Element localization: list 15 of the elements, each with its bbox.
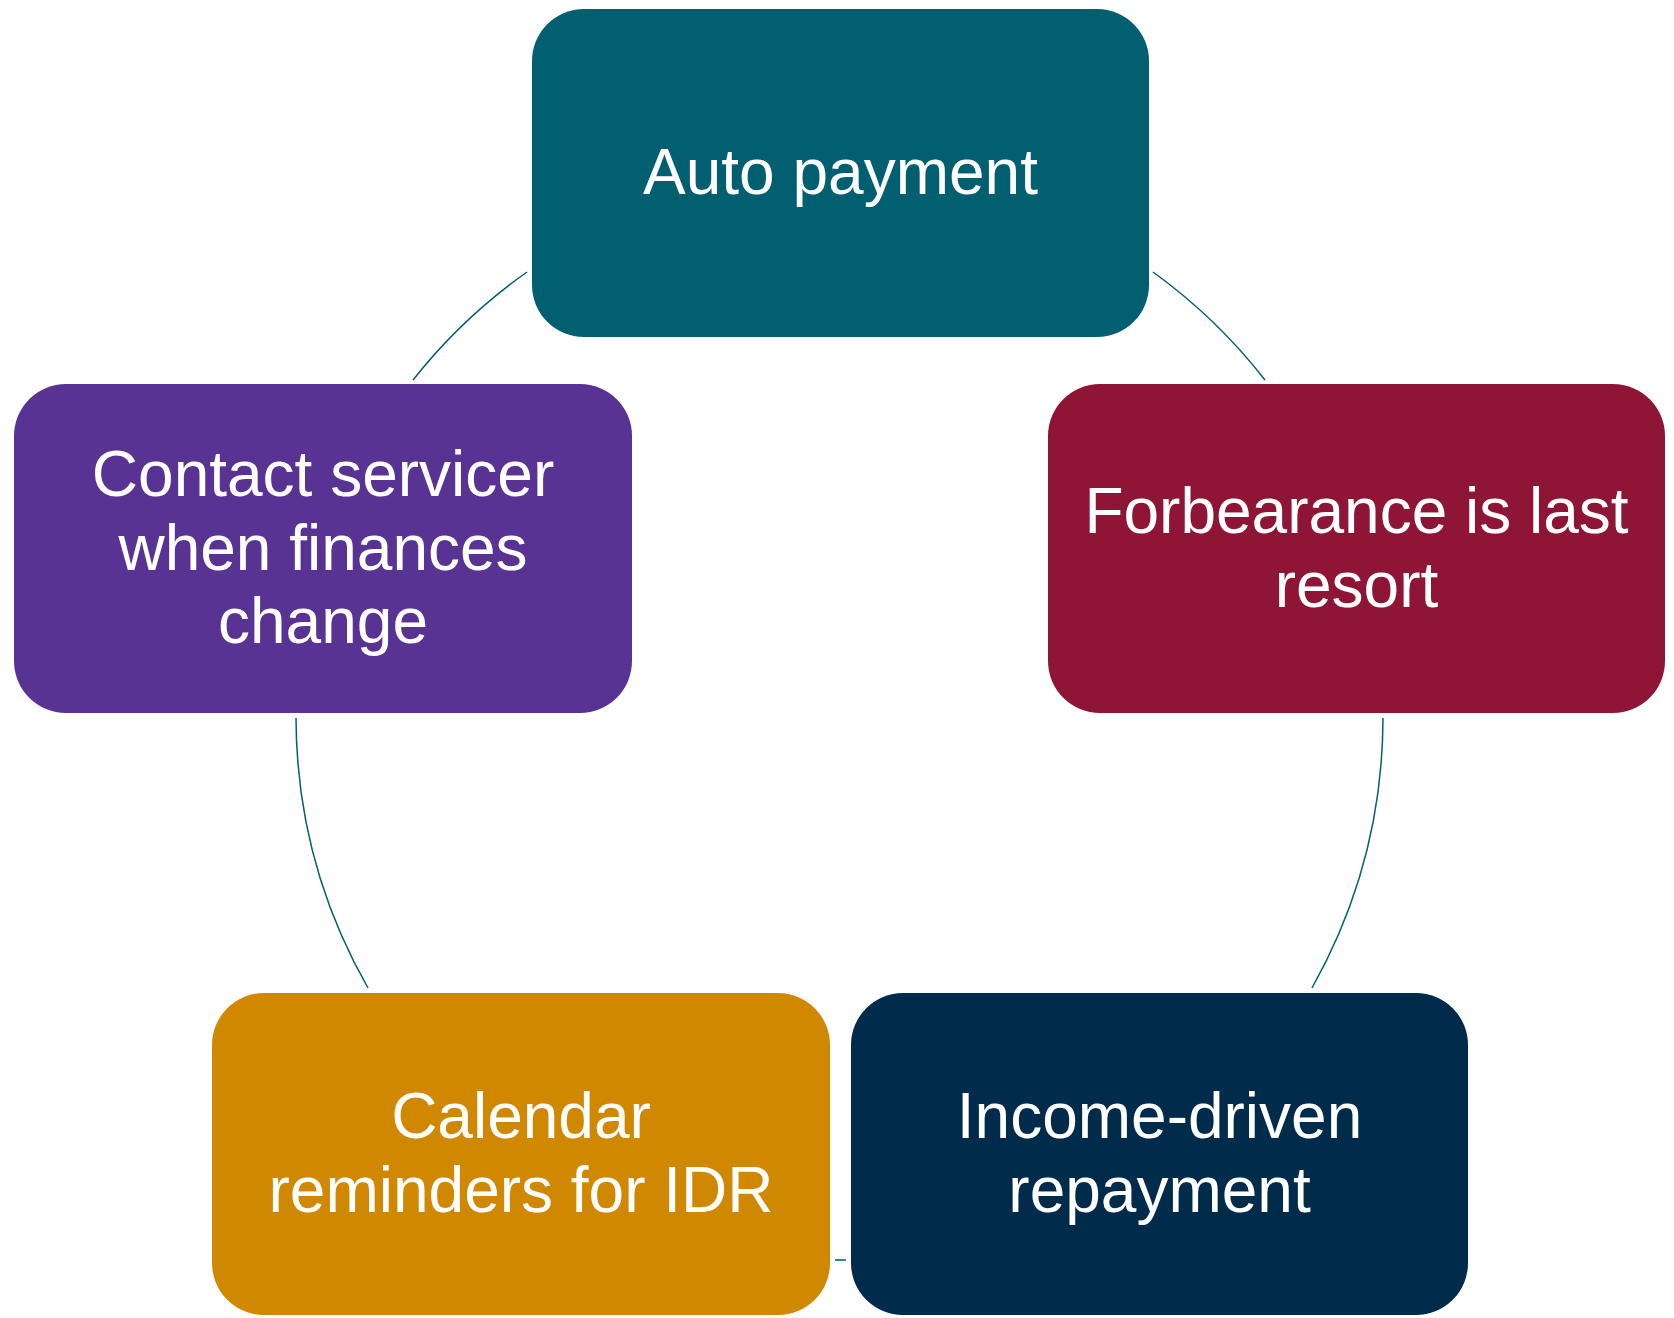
box-label: Income-driven repayment xyxy=(955,1080,1364,1228)
box-label: Contact servicer when finances change xyxy=(90,438,556,659)
box-label: Forbearance is last resort xyxy=(1083,474,1630,623)
process-box xyxy=(14,384,632,713)
process-box xyxy=(532,9,1149,337)
box-label: Auto payment xyxy=(643,136,1038,210)
process-box xyxy=(851,993,1468,1315)
box-label: Calendar reminders for IDR xyxy=(267,1080,775,1228)
connector-line xyxy=(412,271,528,381)
connector-line xyxy=(1152,271,1266,381)
process-box xyxy=(1048,384,1665,713)
connector-line xyxy=(295,717,369,989)
process-box xyxy=(212,993,830,1315)
connector-line xyxy=(1311,717,1384,989)
connector-line xyxy=(834,1259,847,1261)
